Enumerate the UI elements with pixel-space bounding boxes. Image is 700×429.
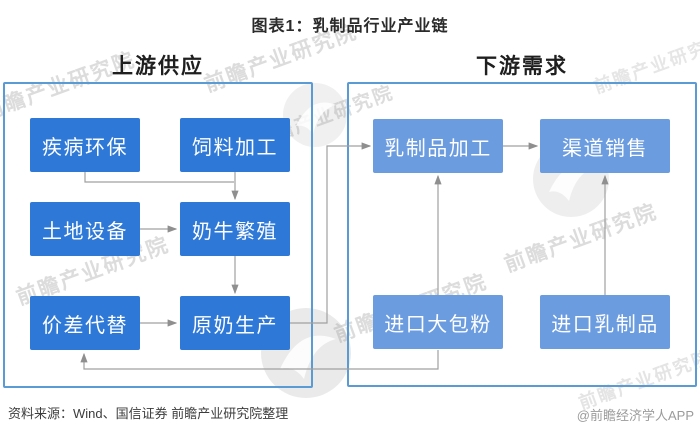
node-imported-bulk-powder: 进口大包粉 [373, 295, 503, 349]
node-land-equipment: 土地设备 [30, 202, 140, 256]
node-feed-processing: 饲料加工 [180, 118, 290, 172]
credit-note: @前瞻经济学人APP [576, 408, 694, 423]
source-note: 资料来源：Wind、国信证券 前瞻产业研究院整理 [8, 406, 289, 421]
node-cow-breeding: 奶牛繁殖 [180, 202, 290, 256]
figure-title: 图表1：乳制品行业产业链 [251, 18, 449, 35]
node-price-substitution: 价差代替 [30, 296, 140, 350]
watermark-logo-icon [283, 83, 347, 147]
node-raw-milk-production: 原奶生产 [180, 296, 290, 350]
node-imported-dairy: 进口乳制品 [540, 295, 670, 349]
section-title-upstream: 上游供应 [112, 55, 204, 78]
node-disease-env: 疾病环保 [30, 118, 140, 172]
node-channel-sales: 渠道销售 [540, 119, 670, 173]
section-title-downstream: 下游需求 [476, 55, 568, 78]
node-dairy-processing: 乳制品加工 [373, 119, 503, 173]
